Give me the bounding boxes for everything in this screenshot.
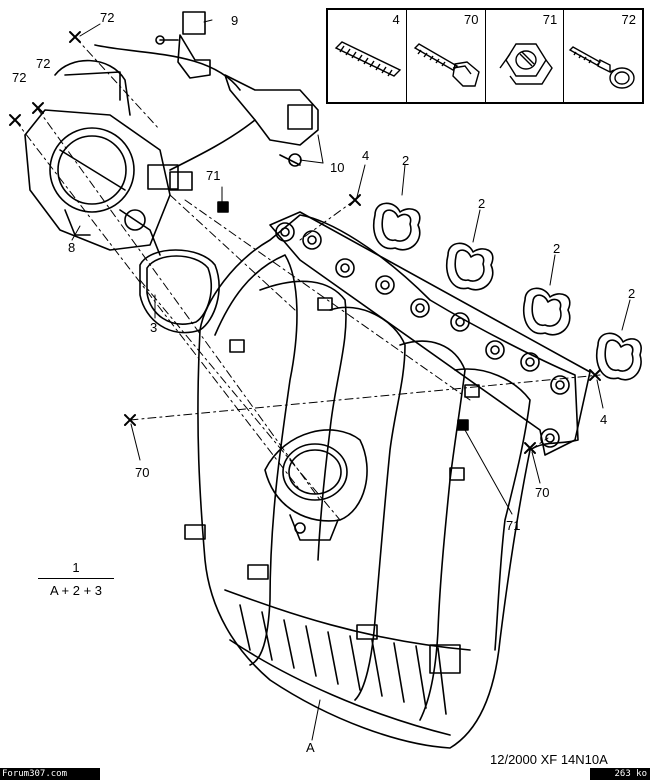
callout-70-right: 70 <box>535 485 549 500</box>
legend-num-71: 71 <box>542 12 558 27</box>
nut-71-top <box>217 201 229 213</box>
legend-cell-70: 70 <box>407 10 486 102</box>
callout-3: 3 <box>150 320 157 335</box>
legend-num-4: 4 <box>392 12 400 27</box>
callout-9: 9 <box>231 13 238 28</box>
throttle-body <box>24 59 193 256</box>
callout-10: 10 <box>330 160 344 175</box>
fastener-legend: 4 70 71 <box>326 8 644 104</box>
callout-2-a: 2 <box>402 153 409 168</box>
callout-71-top: 71 <box>206 168 220 183</box>
callout-2-d: 2 <box>628 286 635 301</box>
callout-A: A <box>306 740 315 755</box>
callout-2-c: 2 <box>553 241 560 256</box>
callout-70-left: 70 <box>135 465 149 480</box>
callout-2-b: 2 <box>478 196 485 211</box>
callout-8: 8 <box>68 240 75 255</box>
diagram-reference: 12/2000 XF 14N10A <box>490 752 608 767</box>
port-gaskets <box>373 202 642 381</box>
legend-num-72: 72 <box>621 12 636 27</box>
callout-72-left: 72 <box>12 70 26 85</box>
legend-cell-4: 4 <box>328 10 407 102</box>
legend-cell-71: 71 <box>486 10 565 102</box>
legend-cell-72: 72 <box>564 10 642 102</box>
stud-bolt-icon <box>334 41 402 77</box>
flange-bolt-icon <box>413 43 480 87</box>
source-watermark: Forum307.com <box>0 768 100 780</box>
assembly-formula: 1 A + 2 + 3 <box>38 560 114 598</box>
callout-72-top: 72 <box>100 10 114 25</box>
intake-manifold <box>184 211 591 749</box>
assembly-lines <box>14 36 601 521</box>
assembly-rule <box>38 578 114 579</box>
file-size-label: 263 ko <box>590 768 650 780</box>
assembly-top: 1 <box>72 560 80 575</box>
hex-nut-icon <box>498 43 553 85</box>
assembly-bottom: A + 2 + 3 <box>49 583 103 598</box>
shoulder-screw-icon <box>569 46 635 89</box>
callout-72-mid: 72 <box>36 56 50 71</box>
hose-10 <box>169 119 256 171</box>
sensor-9 <box>155 11 211 79</box>
gasket-3 <box>139 249 220 334</box>
callout-4-top: 4 <box>362 148 369 163</box>
legend-num-70: 70 <box>464 12 479 27</box>
nut-71-right <box>457 419 469 431</box>
callout-4-right: 4 <box>600 412 607 427</box>
leader-lines <box>71 19 631 741</box>
callout-71-right: 71 <box>506 518 520 533</box>
fastener-marks <box>9 31 601 454</box>
hose-9 <box>94 44 241 91</box>
